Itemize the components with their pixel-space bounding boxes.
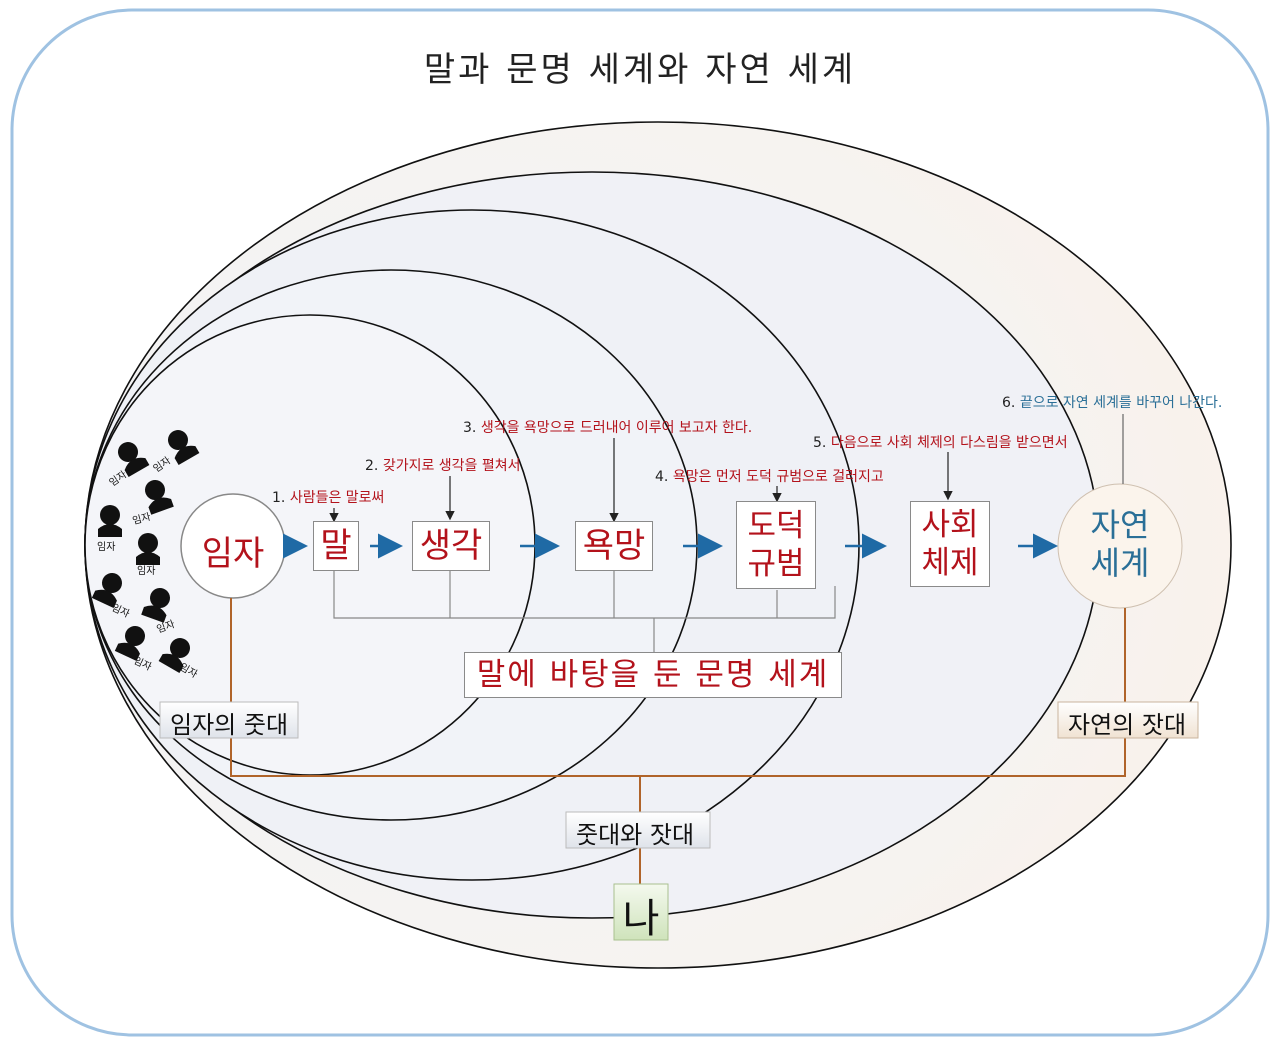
yokmang-box: 욕망 (575, 521, 653, 571)
sahoe-label-1: 사회 (921, 507, 979, 543)
person-icon (118, 442, 150, 478)
dodeok-label-2: 규범 (747, 546, 805, 582)
nature-circle-shape (1057, 483, 1183, 609)
jutdae-jatdae-label: 줏대와 잣대 (576, 821, 695, 849)
imja-node: 임자 (201, 534, 265, 574)
na-label: 나 (622, 896, 660, 942)
sahoe-label-2: 체제 (921, 545, 979, 581)
sahoe-box: 사회 체제 (910, 501, 990, 587)
nature-label-2: 세계 (1090, 544, 1150, 582)
note-1-text: 사람들은 말로써 (289, 490, 385, 506)
jayeon-jatdae-label: 자연의 잣대 (1068, 711, 1187, 739)
note-3-text: 생각을 욕망으로 드러내어 이루어 보고자 한다. (480, 420, 753, 436)
civilization-label-box: 말에 바탕을 둔 문명 세계 (464, 652, 842, 698)
note-3-num: 3. (463, 420, 477, 436)
saenggak-label: 생각 (419, 526, 483, 566)
nature-node: 자연 세계 (1062, 506, 1178, 582)
person-icon (98, 505, 122, 537)
note-5-num: 5. (813, 435, 827, 451)
imja-jutdae-bg (159, 701, 299, 739)
person-icon (145, 480, 174, 515)
note-1-num: 1. (272, 490, 286, 506)
note-4-text: 욕망은 먼저 도덕 규범으로 걸러지고 (672, 469, 884, 485)
dodeok-box: 도덕 규범 (736, 501, 816, 589)
person-icon (136, 533, 160, 565)
person-label: 임자 (137, 566, 156, 577)
mal-box: 말 (313, 521, 359, 571)
note-6: 6. 끝으로 자연 세계를 바꾸어 나간다. (1002, 392, 1222, 412)
bracket-line (333, 570, 836, 619)
note-4-num: 4. (655, 469, 669, 485)
note-4: 4. 욕망은 먼저 도덕 규범으로 걸러지고 (655, 466, 884, 486)
note-6-text: 끝으로 자연 세계를 바꾸어 나간다. (1019, 395, 1223, 411)
nature-label-1: 자연 (1090, 506, 1150, 544)
note-2-text: 갖가지로 생각을 펼쳐서 (382, 458, 521, 474)
person-label: 임자 (97, 542, 116, 553)
dodeok-label-1: 도덕 (747, 508, 805, 544)
jayeon-jatdae-bg (1057, 701, 1199, 739)
note-3: 3. 생각을 욕망으로 드러내어 이루어 보고자 한다. (463, 417, 752, 437)
page-title: 말과 문명 세계와 자연 세계 (423, 50, 857, 90)
na-bg (613, 883, 669, 941)
jutdae-jatdae-bg (565, 811, 711, 849)
note-5-text: 다음으로 사회 체제의 다스림을 받으면서 (830, 435, 1068, 451)
note-2-num: 2. (365, 458, 379, 474)
person-icon (141, 588, 170, 623)
imja-jutdae-label: 임자의 줏대 (170, 711, 289, 739)
mal-label: 말 (320, 526, 352, 566)
yokmang-label: 욕망 (582, 526, 646, 566)
person-icon (91, 573, 122, 609)
note-6-num: 6. (1002, 395, 1016, 411)
saenggak-box: 생각 (412, 521, 490, 571)
person-icon (114, 626, 145, 662)
note-1: 1. 사람들은 말로써 (272, 487, 384, 507)
note-2: 2. 갖가지로 생각을 펼쳐서 (365, 455, 521, 475)
person-icon (158, 638, 190, 674)
note-5: 5. 다음으로 사회 체제의 다스림을 받으면서 (813, 432, 1068, 452)
civilization-label: 말에 바탕을 둔 문명 세계 (476, 657, 830, 693)
person-icon (168, 430, 200, 466)
connector-line (230, 598, 1126, 777)
people-group (91, 430, 200, 674)
